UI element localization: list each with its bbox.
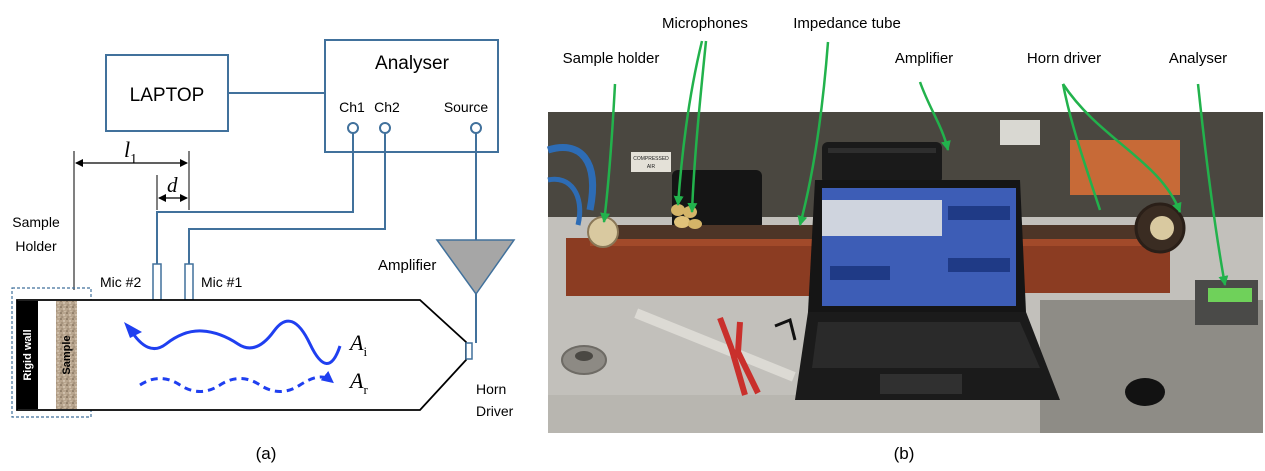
reflected-wave bbox=[139, 370, 334, 393]
panel-a-caption: (a) bbox=[256, 444, 277, 463]
sample-material bbox=[56, 301, 77, 409]
ch1-label: Ch1 bbox=[339, 99, 365, 115]
ch2-label: Ch2 bbox=[374, 99, 400, 115]
microphone-arrow-2 bbox=[687, 40, 708, 213]
analyser-label: Analyser bbox=[375, 53, 450, 74]
sample-holder-box bbox=[11, 287, 92, 418]
incident-wave bbox=[128, 319, 342, 365]
ch1-cable bbox=[156, 133, 354, 264]
laptop-trackpad bbox=[880, 374, 962, 394]
blue-hose bbox=[546, 144, 597, 211]
orange-enclosure bbox=[1070, 140, 1180, 195]
d-symbol: d bbox=[167, 173, 178, 197]
sample-holder-arrow bbox=[600, 83, 617, 223]
rigid-wall bbox=[17, 301, 38, 409]
blue-hose-2 bbox=[547, 176, 583, 226]
steel-ruler bbox=[634, 308, 796, 382]
ai-symbol: Ai bbox=[348, 330, 367, 359]
bench-front-edge bbox=[548, 395, 1048, 433]
label-sample-holder: Sample holder bbox=[563, 50, 660, 67]
incident-wave-arrowhead bbox=[124, 322, 142, 338]
horn-driver-arrow bbox=[1061, 83, 1182, 213]
sample-label: Sample bbox=[61, 335, 73, 374]
mic-1 bbox=[184, 263, 194, 301]
label-impedance-tube: Impedance tube bbox=[793, 15, 901, 32]
rigid-wall-label: Rigid wall bbox=[22, 329, 34, 380]
metal-ring-hole bbox=[575, 351, 593, 361]
label-horn-driver: Horn driver bbox=[1027, 50, 1101, 67]
laptop-label: LAPTOP bbox=[130, 85, 205, 106]
horn-driver-arrow-2 bbox=[1061, 83, 1102, 211]
red-pliers bbox=[717, 316, 761, 396]
compressed-air-sticker bbox=[631, 152, 671, 172]
screen-bar-3 bbox=[830, 266, 890, 280]
horn-driver-plug bbox=[465, 342, 473, 360]
screen-bar-1 bbox=[948, 206, 1010, 220]
panel-a-schematic: LAPTOP Analyser Ch1 Ch2 Source Amplifier… bbox=[11, 39, 516, 463]
laptop-photo bbox=[795, 180, 1060, 400]
mic-2 bbox=[152, 263, 162, 301]
tube-wooden-base bbox=[566, 238, 816, 296]
impedance-tube-arrow bbox=[797, 41, 830, 226]
amplifier-triangle bbox=[435, 239, 516, 296]
ch1-connector bbox=[347, 122, 359, 134]
label-amplifier: Amplifier bbox=[895, 50, 953, 67]
mouse bbox=[1125, 378, 1165, 406]
panel-b-caption: (b) bbox=[894, 444, 915, 463]
mic-1-label: Mic #1 bbox=[201, 274, 242, 290]
label-microphones: Microphones bbox=[662, 15, 748, 32]
compressed-air-text-1: COMPRESSED bbox=[633, 156, 669, 162]
l1-symbol: l1 bbox=[124, 137, 137, 167]
analyser-device bbox=[1195, 280, 1258, 325]
microphone-arrow-1 bbox=[673, 40, 704, 206]
microphones-cluster bbox=[671, 204, 702, 229]
horn-driver-face bbox=[1150, 216, 1174, 240]
ar-symbol: Ar bbox=[348, 368, 368, 397]
amplifier-arrow bbox=[918, 81, 951, 151]
source-connector bbox=[470, 122, 482, 134]
label-analyser: Analyser bbox=[1169, 50, 1227, 67]
ch2-connector bbox=[379, 122, 391, 134]
analyser-display bbox=[1208, 288, 1252, 302]
mic-2-label: Mic #2 bbox=[100, 274, 141, 290]
amplifier-case-edge bbox=[828, 148, 936, 153]
screen-bar-2 bbox=[948, 258, 1010, 272]
white-device bbox=[1000, 120, 1040, 145]
screen-window bbox=[822, 200, 942, 236]
amplifier-label: Amplifier bbox=[378, 257, 436, 274]
ch2-cable bbox=[188, 133, 386, 264]
analyser-arrow bbox=[1196, 83, 1229, 286]
laptop-keyboard bbox=[812, 322, 1040, 368]
panel-b-photo: COMPRESSED AIR bbox=[546, 15, 1263, 463]
source-label: Source bbox=[444, 99, 489, 115]
analyser-box bbox=[324, 39, 499, 153]
allen-key bbox=[774, 317, 797, 341]
impedance-tube-body bbox=[16, 299, 467, 411]
compressed-air-text-2: AIR bbox=[647, 164, 656, 170]
